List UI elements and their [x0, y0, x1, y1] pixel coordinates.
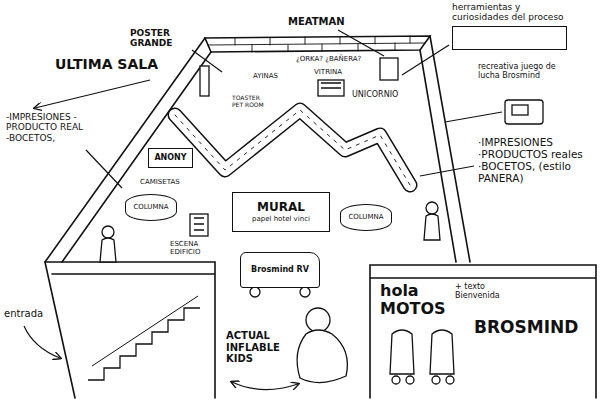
furniture	[300, 287, 310, 297]
note-label: MEATMAN	[288, 16, 368, 28]
poster-frame: ANONY	[148, 148, 193, 168]
leader-lines	[35, 80, 150, 108]
figures	[426, 202, 438, 214]
leader-lines	[338, 30, 384, 56]
note-label: ESCENA EDIFICIO	[170, 240, 216, 256]
node-title: Brosmind RV	[251, 265, 309, 274]
note-label: -IMPRESIONES -PRODUCTO REAL -BOCETOS,	[6, 112, 88, 143]
furniture	[318, 80, 344, 96]
furniture	[321, 83, 341, 88]
leader-lines	[445, 112, 502, 122]
stairs	[92, 296, 198, 366]
stairs	[88, 296, 200, 380]
figures	[306, 308, 330, 332]
note-label: recreativa juego de lucha Brosmind	[478, 62, 562, 80]
bus-vehicle: Brosmind RV	[240, 252, 320, 288]
note-label: TOASTER PET ROOM	[232, 95, 272, 109]
inner-wall	[175, 110, 410, 185]
column: COLUMNA	[125, 194, 177, 221]
note-label: entrada	[4, 308, 48, 320]
inner-wall	[175, 110, 410, 185]
note-label: ULTIMA SALA	[55, 56, 180, 72]
note-label: ·IMPRESIONES ·PRODUCTOS reales ·BOCETOS,…	[478, 136, 596, 184]
inner-wall	[175, 110, 410, 185]
room-walls	[208, 43, 425, 45]
figures	[297, 330, 347, 383]
leader-lines	[24, 30, 502, 390]
furniture	[250, 287, 260, 297]
leader-lines	[24, 326, 60, 358]
figures	[100, 238, 116, 262]
note-label: ACTUAL INFLABLE KIDS	[226, 330, 292, 365]
furniture	[200, 66, 209, 96]
note-label: BROSMIND	[474, 318, 592, 338]
note-label: ¿ORKA? ¿BAÑERA?	[296, 55, 386, 63]
figures	[430, 330, 454, 374]
room-walls	[235, 36, 410, 52]
leader-lines	[192, 50, 222, 72]
furniture	[505, 100, 543, 124]
figures	[102, 226, 114, 238]
node-title: herramientas y curiosidades del proceso	[452, 2, 570, 23]
note-label: VITRINA	[314, 68, 354, 76]
figures	[432, 376, 440, 384]
leader-lines	[86, 150, 122, 188]
room-walls	[45, 38, 205, 262]
note-label: + texto Bienvenida	[455, 282, 513, 300]
stairs	[88, 308, 200, 380]
leader-lines	[402, 45, 449, 75]
furniture	[380, 58, 398, 80]
figures	[446, 376, 454, 384]
node-title: ANONY	[154, 153, 186, 162]
furniture	[194, 218, 204, 230]
figures	[390, 330, 414, 374]
note-label: AYINAS	[253, 72, 293, 80]
note-label: CAMISETAS	[140, 178, 190, 186]
note-label: POSTER GRANDE	[130, 28, 192, 49]
figures	[406, 376, 414, 384]
mural-box: MURALpapel hotel vinci	[232, 192, 330, 232]
room-walls	[45, 262, 215, 398]
node-subtitle: papel hotel vinci	[252, 215, 310, 223]
tool-tray: herramientas y curiosidades del proceso	[452, 2, 570, 50]
room-walls	[420, 50, 456, 262]
leader-lines	[420, 166, 474, 176]
inner-wall	[175, 110, 410, 185]
note-label: hola MOTOS	[380, 282, 452, 319]
note-label: UNICORNIO	[352, 90, 407, 99]
furniture	[190, 214, 208, 236]
tray-outline	[452, 26, 567, 50]
leader-lines	[232, 382, 298, 390]
column: COLUMNA	[340, 204, 392, 231]
figures	[392, 376, 400, 384]
room-walls	[45, 36, 596, 398]
room-walls	[205, 36, 430, 52]
furniture	[512, 105, 528, 115]
room-walls	[370, 265, 596, 398]
node-title: COLUMNA	[348, 213, 383, 221]
node-title: MURAL	[257, 201, 305, 215]
node-title: COLUMNA	[133, 203, 168, 211]
figures	[424, 214, 440, 240]
